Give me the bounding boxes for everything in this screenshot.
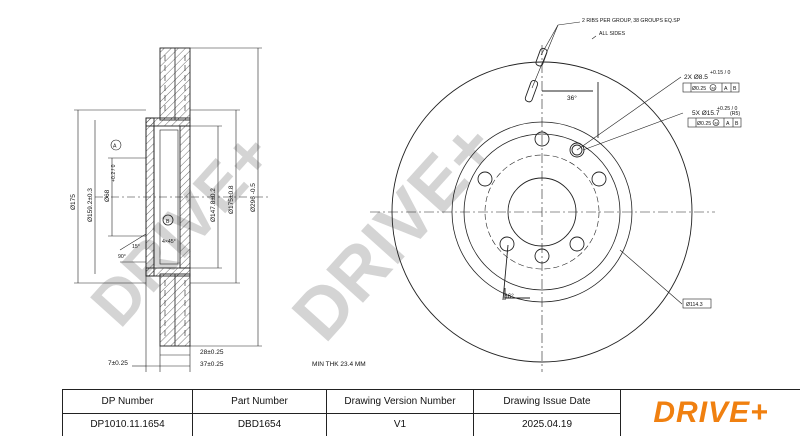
dim-d175-left: Ø175 — [70, 194, 77, 210]
dim-d159: Ø159.2±0.3 — [87, 188, 94, 222]
front-leaders — [531, 21, 684, 305]
pcd-label: Ø114.3 — [686, 302, 703, 308]
front-view — [370, 45, 715, 372]
dim-width-37: 37±0.25 — [200, 361, 224, 368]
tolerance-frame-1 — [682, 82, 740, 93]
hole-spec-1: 2X Ø8.5 — [684, 74, 708, 81]
dim-d175-right: Ø175±0.8 — [228, 185, 235, 214]
tolerance-2-value: Ø0.25 — [697, 121, 711, 127]
brand-logo: DRIVE+ — [653, 396, 769, 429]
technical-drawing: DRIVE+ DRIVE+ B — [70, 18, 742, 372]
min-thickness-note: MIN THK 23.4 MM — [312, 361, 366, 368]
watermark-right: DRIVE+ — [277, 107, 512, 355]
title-block: DP Number Part Number Drawing Version Nu… — [62, 389, 800, 436]
dim-chamfer: 4×45° — [162, 239, 176, 245]
tolerance-2-m: M — [715, 121, 718, 126]
hole-spec-2-tolerance: +0.25 / 0 — [717, 106, 737, 112]
angle-bottom-label: 36° — [504, 292, 514, 300]
header-part-number: Part Number — [192, 390, 327, 414]
section-view: B — [95, 47, 268, 347]
tolerance-1-ref-b: B — [733, 86, 737, 92]
dim-width-7: 7±0.25 — [108, 360, 128, 367]
tolerance-1-ref-a: A — [724, 86, 728, 92]
all-sides-note: ALL SIDES — [599, 31, 626, 37]
dim-angle-90: 90° — [118, 254, 126, 260]
tolerance-1-value: Ø0.25 — [692, 86, 706, 92]
hole-spec-2: 5X Ø15.7 — [692, 110, 720, 117]
value-issue-date: 2025.04.19 — [473, 413, 621, 436]
value-part-number: DBD1654 — [192, 413, 327, 436]
tolerance-1-m: M — [712, 86, 715, 91]
value-drawing-version: V1 — [326, 413, 474, 436]
tolerance-frame-2 — [687, 117, 742, 128]
value-dp-number: DP1010.11.1654 — [63, 413, 193, 436]
tolerance-2-ref-a: A — [726, 121, 730, 127]
dim-d147: Ø147.8±0.2 — [210, 188, 217, 222]
svg-text:DRIVE+: DRIVE+ — [277, 107, 512, 355]
dim-angle-15: 15° — [132, 244, 140, 250]
angle-top-label: 36° — [567, 94, 577, 102]
section-dimensions — [74, 47, 262, 372]
title-table: DP Number Part Number Drawing Version Nu… — [63, 390, 621, 436]
ribs-note: 2 RIBS PER GROUP, 38 GROUPS EQ.SP — [582, 18, 681, 24]
dim-d296: Ø296 -0.5 — [250, 183, 257, 212]
header-issue-date: Drawing Issue Date — [473, 390, 621, 414]
datum-a-label: A — [113, 144, 117, 150]
header-dp-number: DP Number — [63, 390, 193, 414]
dim-d68-tolerance: +0.2 / 0 — [111, 164, 117, 182]
tolerance-2-ref-b: B — [735, 121, 739, 127]
datum-b-label: B — [166, 219, 170, 225]
header-drawing-version: Drawing Version Number — [326, 390, 474, 414]
pcd-box — [682, 298, 712, 309]
dim-width-28: 28±0.25 — [200, 349, 224, 356]
dim-d68: Ø68 — [104, 189, 111, 202]
hole-spec-1-tolerance: +0.15 / 0 — [710, 70, 730, 76]
hole-spec-2-extra: (R5) — [730, 111, 740, 117]
